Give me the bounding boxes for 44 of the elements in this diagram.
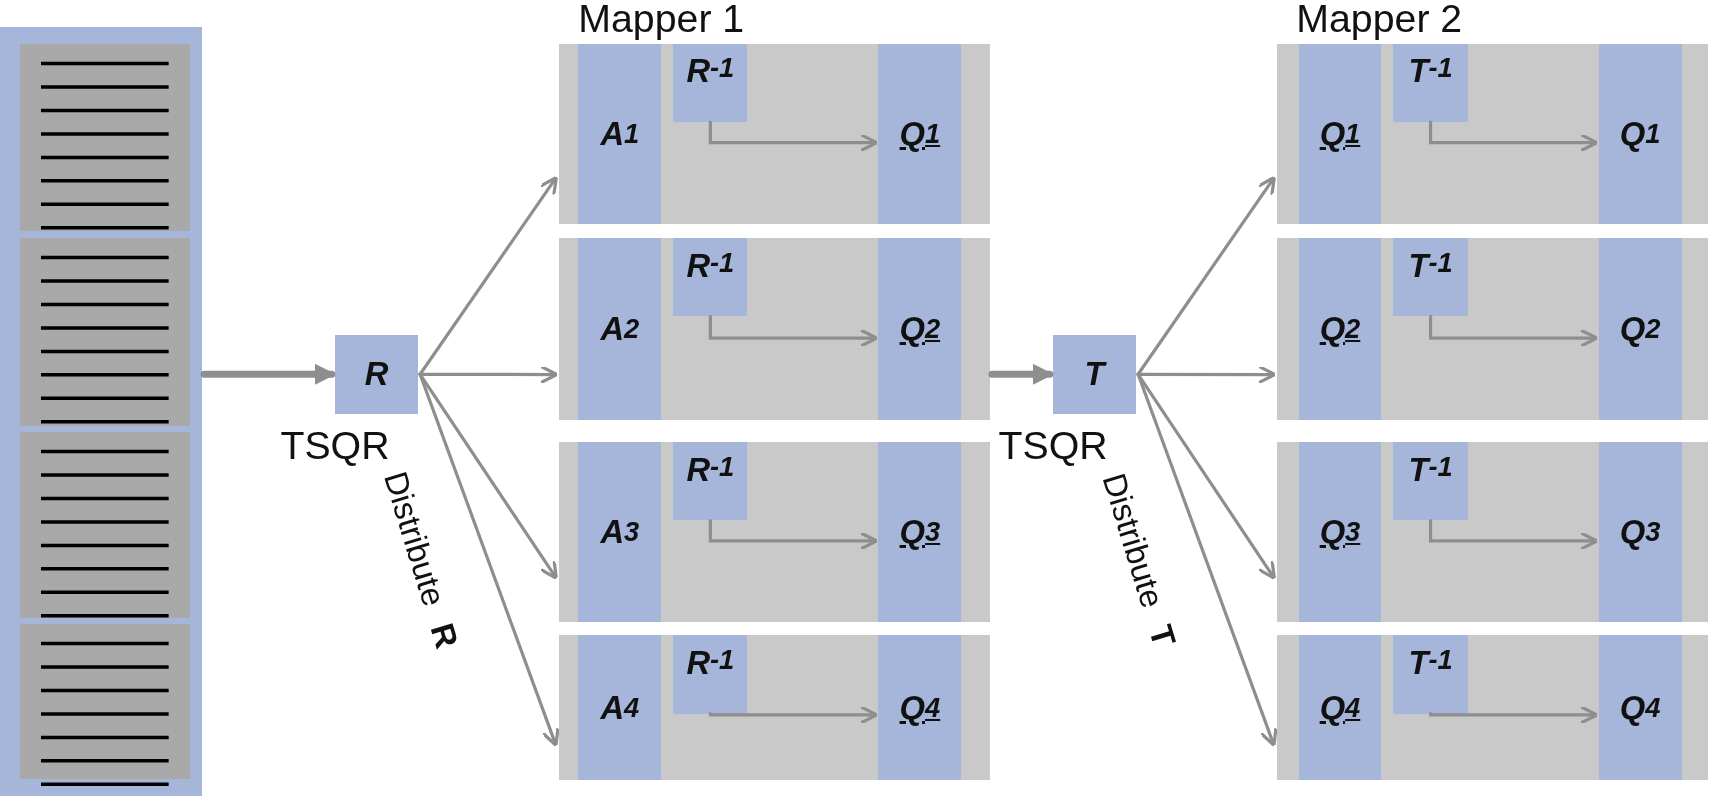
arrow [418, 372, 558, 580]
arrow [988, 363, 1054, 385]
matrix-block [19, 43, 190, 232]
edge-label: TSQR [280, 423, 390, 469]
arrow [418, 372, 560, 748]
arrow [1428, 314, 1599, 348]
mapper-row-band [1276, 237, 1708, 421]
mapper-title: Mapper 1 [578, 0, 745, 41]
inverse-box: T$^{-1}$ [1393, 237, 1468, 317]
edge-label: Distribute R [376, 467, 466, 653]
mapper-row-band [558, 237, 990, 421]
inverse-box: R$^{-1}$ [673, 43, 748, 123]
arrow [708, 518, 879, 551]
inverse-box: R$^{-1}$ [673, 635, 748, 714]
arrow [1136, 175, 1276, 376]
arrow [200, 363, 336, 385]
arrow [1136, 372, 1276, 580]
inverse-box: T$^{-1}$ [1393, 635, 1468, 714]
matrix-box: R [335, 335, 418, 414]
mapper-row-band [1276, 441, 1708, 622]
matrix-block [19, 432, 190, 618]
mapper-row-band [558, 635, 990, 781]
mapper-row-band [1276, 43, 1708, 224]
inverse-box: R$^{-1}$ [673, 237, 748, 317]
mapper-row-band [558, 43, 990, 224]
edge-label: TSQR [998, 423, 1108, 469]
arrow [1428, 705, 1599, 725]
arrow [418, 175, 558, 376]
arrow [708, 705, 879, 725]
arrow [708, 120, 879, 153]
matrix-block [19, 237, 190, 426]
mapper-row-band [1276, 635, 1708, 781]
arrow [1136, 372, 1278, 748]
matrix-box: T [1053, 335, 1136, 414]
arrow [1428, 120, 1599, 153]
mapper-title: Mapper 2 [1296, 0, 1463, 41]
inverse-box: R$^{-1}$ [673, 441, 748, 521]
arrow [1428, 518, 1599, 551]
mapper-row-band [558, 441, 990, 622]
inverse-box: T$^{-1}$ [1393, 43, 1468, 123]
edge-label: Distribute T [1094, 468, 1184, 651]
arrow [708, 314, 879, 348]
inverse-box: T$^{-1}$ [1393, 441, 1468, 521]
matrix-column [0, 27, 202, 796]
